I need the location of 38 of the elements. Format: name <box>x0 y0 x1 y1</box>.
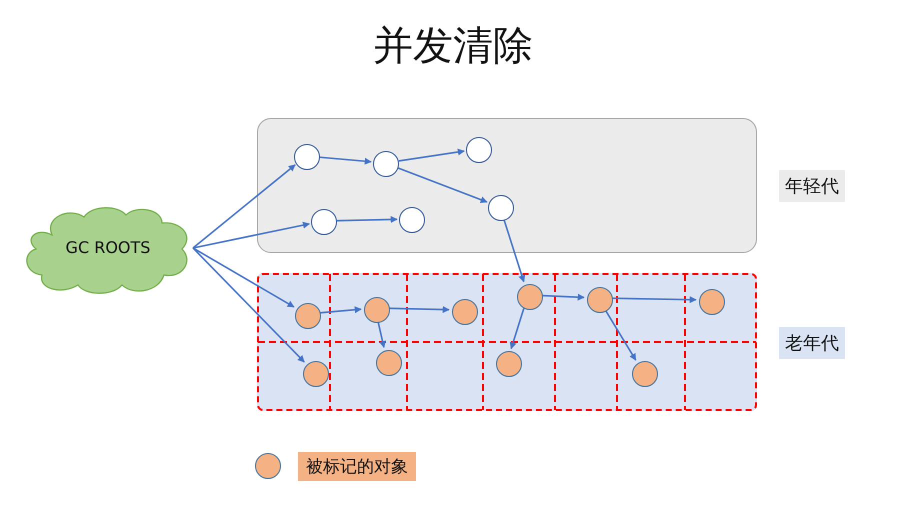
arrow <box>398 167 488 204</box>
object-circle <box>294 144 320 170</box>
arrow <box>612 296 697 304</box>
marked-object-circle <box>303 361 329 387</box>
arrow <box>398 148 465 162</box>
arrow <box>604 310 636 361</box>
marked-object-circle <box>295 303 321 329</box>
object-circle <box>399 207 425 233</box>
marked-object-circle <box>699 289 725 315</box>
region-label: 年轻代 <box>779 170 845 202</box>
arrow <box>192 247 305 363</box>
marked-object-circle <box>452 299 478 325</box>
arrow <box>320 306 362 314</box>
arrow <box>320 156 372 165</box>
object-circle <box>373 151 399 177</box>
arrow <box>336 216 398 223</box>
marked-object-circle <box>587 287 613 313</box>
region-label: 老年代 <box>779 327 845 359</box>
arrow <box>503 220 526 282</box>
object-circle <box>466 137 492 163</box>
arrow <box>510 308 525 350</box>
marked-object-circle <box>632 361 658 387</box>
legend-label: 被标记的对象 <box>298 452 416 481</box>
marked-object-circle <box>496 351 522 377</box>
arrow <box>377 321 386 348</box>
marked-object-circle <box>364 297 390 323</box>
arrow <box>388 306 450 314</box>
title: 并发清除 <box>372 22 534 71</box>
old-generation-region <box>257 273 757 411</box>
arrow <box>192 164 296 249</box>
young-generation-region <box>257 118 757 253</box>
object-circle <box>488 195 514 221</box>
object-circle <box>311 209 337 235</box>
marked-object-circle <box>517 284 543 310</box>
marked-object-circle <box>376 350 402 376</box>
arrow <box>192 222 310 249</box>
arrow <box>192 247 295 308</box>
arrow <box>542 294 585 301</box>
